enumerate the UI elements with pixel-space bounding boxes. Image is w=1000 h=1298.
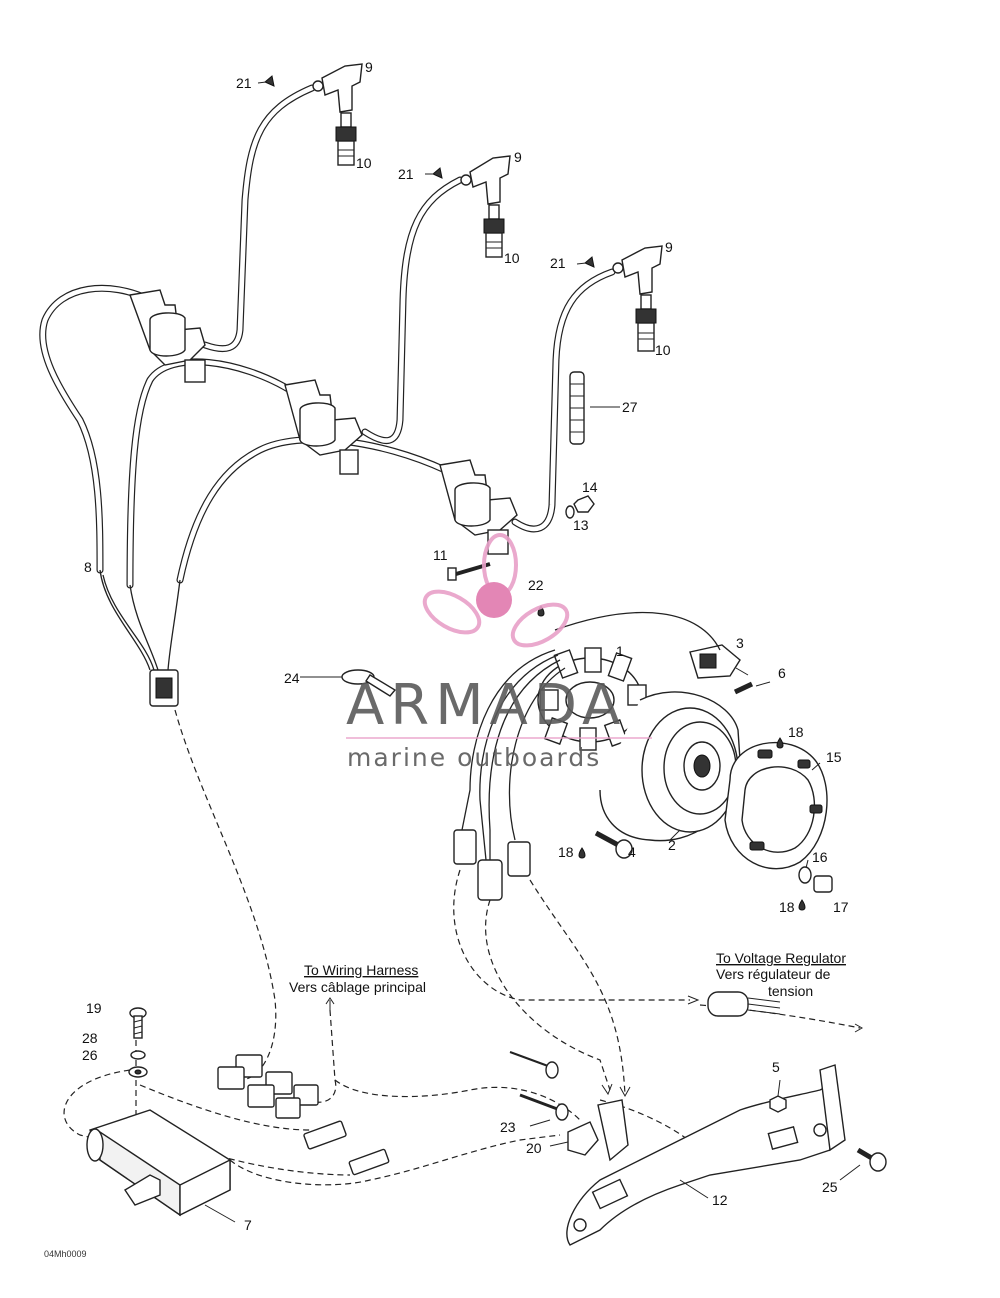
figure-code: 04Mh0009: [44, 1249, 87, 1259]
cdi-module-7: [86, 1109, 231, 1217]
lead-connector: [149, 669, 179, 707]
ignition-coil-right: [439, 459, 518, 555]
washer-13: [565, 505, 575, 519]
spark-plug-cap-1: [312, 63, 363, 113]
callout-3: 3: [736, 635, 744, 651]
voltage-regulator-note-en: To Voltage Regulator: [716, 950, 846, 966]
spark-plug-3: [635, 294, 657, 352]
callout-25: 25: [822, 1179, 838, 1195]
propeller-logo-icon: [422, 533, 570, 648]
protective-sleeve-27: [569, 371, 585, 445]
wiring-harness-note-fr: Vers câblage principal: [289, 979, 426, 995]
stator-harness: [453, 612, 721, 901]
callout-9: 9: [665, 239, 673, 255]
tie-strap-24: [341, 669, 397, 697]
voltage-regulator-plug: [707, 991, 781, 1017]
washer-16: [798, 866, 812, 884]
callout-21: 21: [398, 166, 414, 182]
callout-16: 16: [812, 849, 828, 865]
voltage-regulator-note-fr-1: Vers régulateur de: [716, 966, 831, 982]
harness-connectors: [217, 1054, 390, 1176]
callout-18: 18: [779, 899, 795, 915]
spark-plug-cap-3: [612, 245, 663, 295]
ignition-leads: [39, 84, 616, 671]
callout-4: 4: [628, 844, 636, 860]
clamp-21: [264, 75, 595, 268]
callout-9: 9: [365, 59, 373, 75]
callout-13: 13: [573, 517, 589, 533]
watermark: ARMADA marine outboards: [346, 533, 652, 772]
clip-20: [567, 1099, 629, 1162]
rivet-23: [509, 1051, 569, 1121]
callout-15: 15: [826, 749, 842, 765]
nut-5: [769, 1095, 787, 1113]
voltage-regulator-note-fr-2: tension: [768, 983, 813, 999]
washer-28: [130, 1050, 146, 1060]
ignition-coil-left: [129, 289, 206, 383]
callout-24: 24: [284, 670, 300, 686]
thread-locker-drop-18: [537, 605, 806, 911]
bolt-19: [129, 1007, 147, 1039]
callout-21: 21: [550, 255, 566, 271]
spark-plug-2: [483, 204, 505, 258]
leader-lines: [204, 81, 861, 1223]
callout-28: 28: [82, 1030, 98, 1046]
callout-27: 27: [622, 399, 638, 415]
spark-plug-cap-2: [460, 155, 511, 205]
washer-26: [128, 1066, 148, 1078]
callout-19: 19: [86, 1000, 102, 1016]
watermark-brand: ARMADA: [346, 673, 626, 738]
callout-22: 22: [528, 577, 544, 593]
callout-18: 18: [558, 844, 574, 860]
callout-21: 21: [236, 75, 252, 91]
watermark-tagline: marine outboards: [347, 743, 601, 772]
screw-25: [856, 1147, 887, 1172]
callout-numbers: 21 9 10 21 9 10 21 9 10 27 14 13 11 8 22…: [82, 59, 849, 1233]
callout-6: 6: [778, 665, 786, 681]
callout-9: 9: [514, 149, 522, 165]
callout-11: 11: [433, 547, 448, 563]
spark-plug-1: [335, 112, 357, 166]
callout-23: 23: [500, 1119, 516, 1135]
callout-10: 10: [655, 342, 671, 358]
screw-6: [733, 681, 754, 695]
ignition-coil-middle: [284, 379, 363, 475]
callout-20: 20: [526, 1140, 542, 1156]
callout-7: 7: [244, 1217, 252, 1233]
bolt-17: [813, 875, 833, 893]
bracket-12: [566, 1064, 846, 1246]
trigger-coil-3: [689, 644, 741, 679]
callout-12: 12: [712, 1192, 728, 1208]
callout-10: 10: [356, 155, 372, 171]
callout-14: 14: [582, 479, 598, 495]
callout-5: 5: [772, 1059, 780, 1075]
callout-18: 18: [788, 724, 804, 740]
callout-1: 1: [616, 643, 624, 659]
callout-10: 10: [504, 250, 520, 266]
annotation-notes: To Wiring Harness Vers câblage principal…: [44, 950, 846, 1259]
flywheel-2: [599, 691, 741, 842]
screw-4: [594, 830, 633, 859]
wiring-harness-note-en: To Wiring Harness: [304, 962, 418, 978]
callout-2: 2: [668, 837, 676, 853]
callout-8: 8: [84, 559, 92, 575]
callout-17: 17: [833, 899, 849, 915]
flywheel-cover-15: [724, 741, 828, 870]
nut-14: [573, 495, 595, 513]
callout-26: 26: [82, 1047, 98, 1063]
